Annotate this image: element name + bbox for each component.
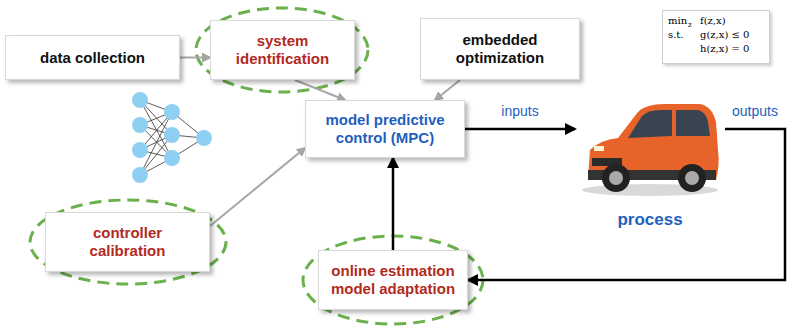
formula-text: s.t. [668,30,684,40]
grey-arrow [180,57,210,59]
signal-label: inputs [499,103,540,119]
node-text: online estimation model adaptation [327,262,459,298]
formula-text: f(z,x) [700,16,726,26]
process-box: online estimation model adaptation [318,250,468,310]
node-text: model predictive control (MPC) [314,111,456,147]
highlight-ellipses [30,8,483,324]
grey-arrow [295,80,345,100]
source-box: data collection [5,35,180,80]
plant-node: process [575,82,725,232]
node-text: process [617,210,682,230]
neural-network-icon [140,100,204,175]
formula-text: min [668,16,687,26]
signal-arrow [465,128,575,131]
formula-text: z [688,22,692,29]
node-text: data collection [40,49,145,67]
process-box: embedded optimization [420,18,580,80]
grey-arrow [210,148,305,226]
formula-text: g(z,x) ≤ 0 [700,30,749,40]
signal-arrow [392,158,395,250]
grey-arrow [435,80,460,100]
car-illustration [582,104,719,196]
process-box: system identification [210,20,355,80]
neuron-dots [132,92,212,183]
signal-arrow [468,129,785,280]
process-box: controller calibration [45,212,210,272]
formula-text: h(z,x) = 0 [700,44,749,54]
node-text: embedded optimization [429,31,571,67]
node-text: system identification [219,32,346,68]
signal-label: outputs [730,103,780,119]
controller-box: model predictive control (MPC) [305,100,465,158]
node-text: controller calibration [54,224,201,260]
